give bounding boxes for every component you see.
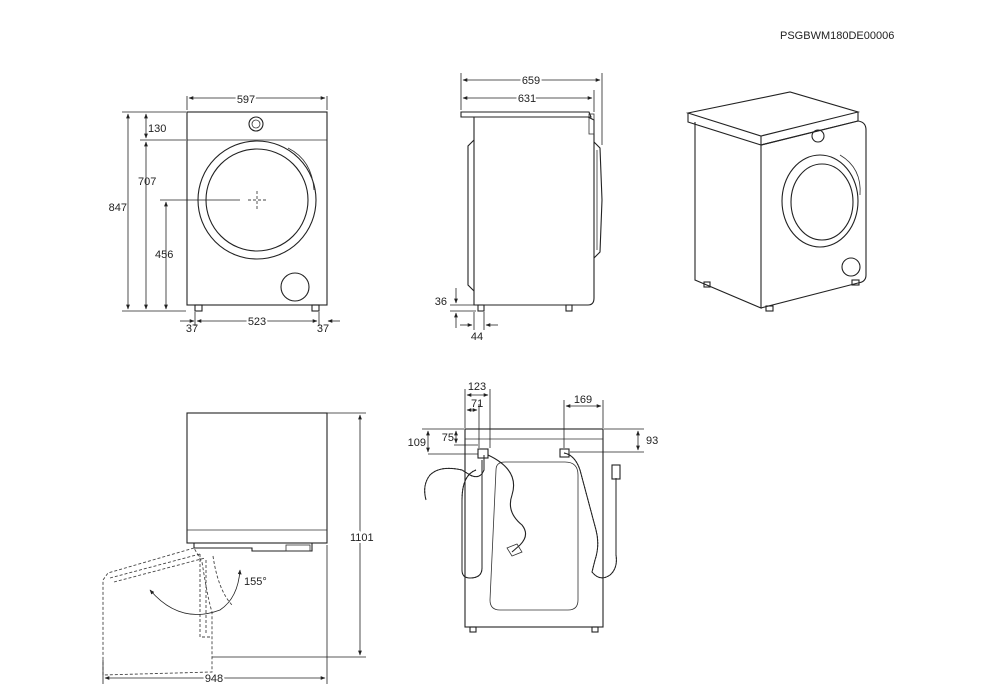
iso-side [694,122,762,309]
inlet-tap-connector [611,464,621,480]
front-foot-right [311,304,320,312]
dim-drain-height-2: 75 [442,432,454,444]
dim-inlet-height: 93 [646,435,658,447]
rear-body-outline [464,428,604,628]
side-knob [588,113,595,135]
program-knob-icon [248,116,264,132]
dim-door-angle: 155° [244,576,267,588]
side-foot-rear [477,304,485,312]
document-code: PSGBWM180DE00006 [780,30,894,42]
drain-hose [424,455,485,501]
iso-door-outer [781,154,859,248]
dim-door-center: 456 [155,249,173,261]
dim-door-top: 707 [138,176,156,188]
iso-filter-cover [841,257,861,277]
dim-width: 597 [237,94,255,106]
dim-height-open: 1101 [350,532,374,544]
side-top-lid [460,111,592,118]
inlet-connector [559,448,570,458]
iso-knob-icon [811,129,825,143]
dim-height: 847 [109,202,127,214]
dim-drain-height-1: 109 [408,437,426,449]
dim-top-panel: 130 [148,123,166,135]
rear-view: 123 71 109 75 169 93 [408,381,658,633]
filter-cover [280,272,310,302]
power-plug [506,543,523,557]
side-view: 659 631 36 44 [435,73,603,343]
dim-drain-offset: 123 [468,381,486,393]
drain-hose-connector [477,448,489,459]
isometric-view [685,91,867,312]
door-angle-arc [149,569,242,615]
open-door-dashed [102,547,213,676]
dim-foot-height: 36 [435,296,447,308]
iso-front [760,120,867,309]
dim-foot-right: 37 [317,323,329,335]
iso-top [685,91,861,137]
side-door-profile [593,141,603,259]
dim-drain-center: 71 [471,398,483,410]
power-cord [487,454,527,553]
inlet-hose [563,452,617,579]
front-body-outline [186,111,328,306]
door-handle [287,147,315,191]
door-opening-view: 155° 1101 948 [102,412,376,687]
side-rear-bulge [467,139,475,292]
side-body-outline [473,116,595,306]
dim-foot-left: 37 [186,323,198,335]
top-view-body [186,412,328,544]
front-view: 597 847 130 707 456 37 523 37 [109,92,340,335]
iso-door-glass [790,163,854,241]
dim-depth-open: 948 [205,673,223,685]
dim-inlet-offset: 169 [574,394,592,406]
dim-depth-total: 659 [522,75,540,87]
side-foot-front [565,304,573,312]
dim-foot-span: 523 [248,316,266,328]
dim-depth-body: 631 [518,93,536,105]
top-view-door-hinge [193,543,313,552]
front-foot-left [194,304,203,312]
rear-panel [489,461,579,611]
dim-foot-offset: 44 [471,331,483,343]
